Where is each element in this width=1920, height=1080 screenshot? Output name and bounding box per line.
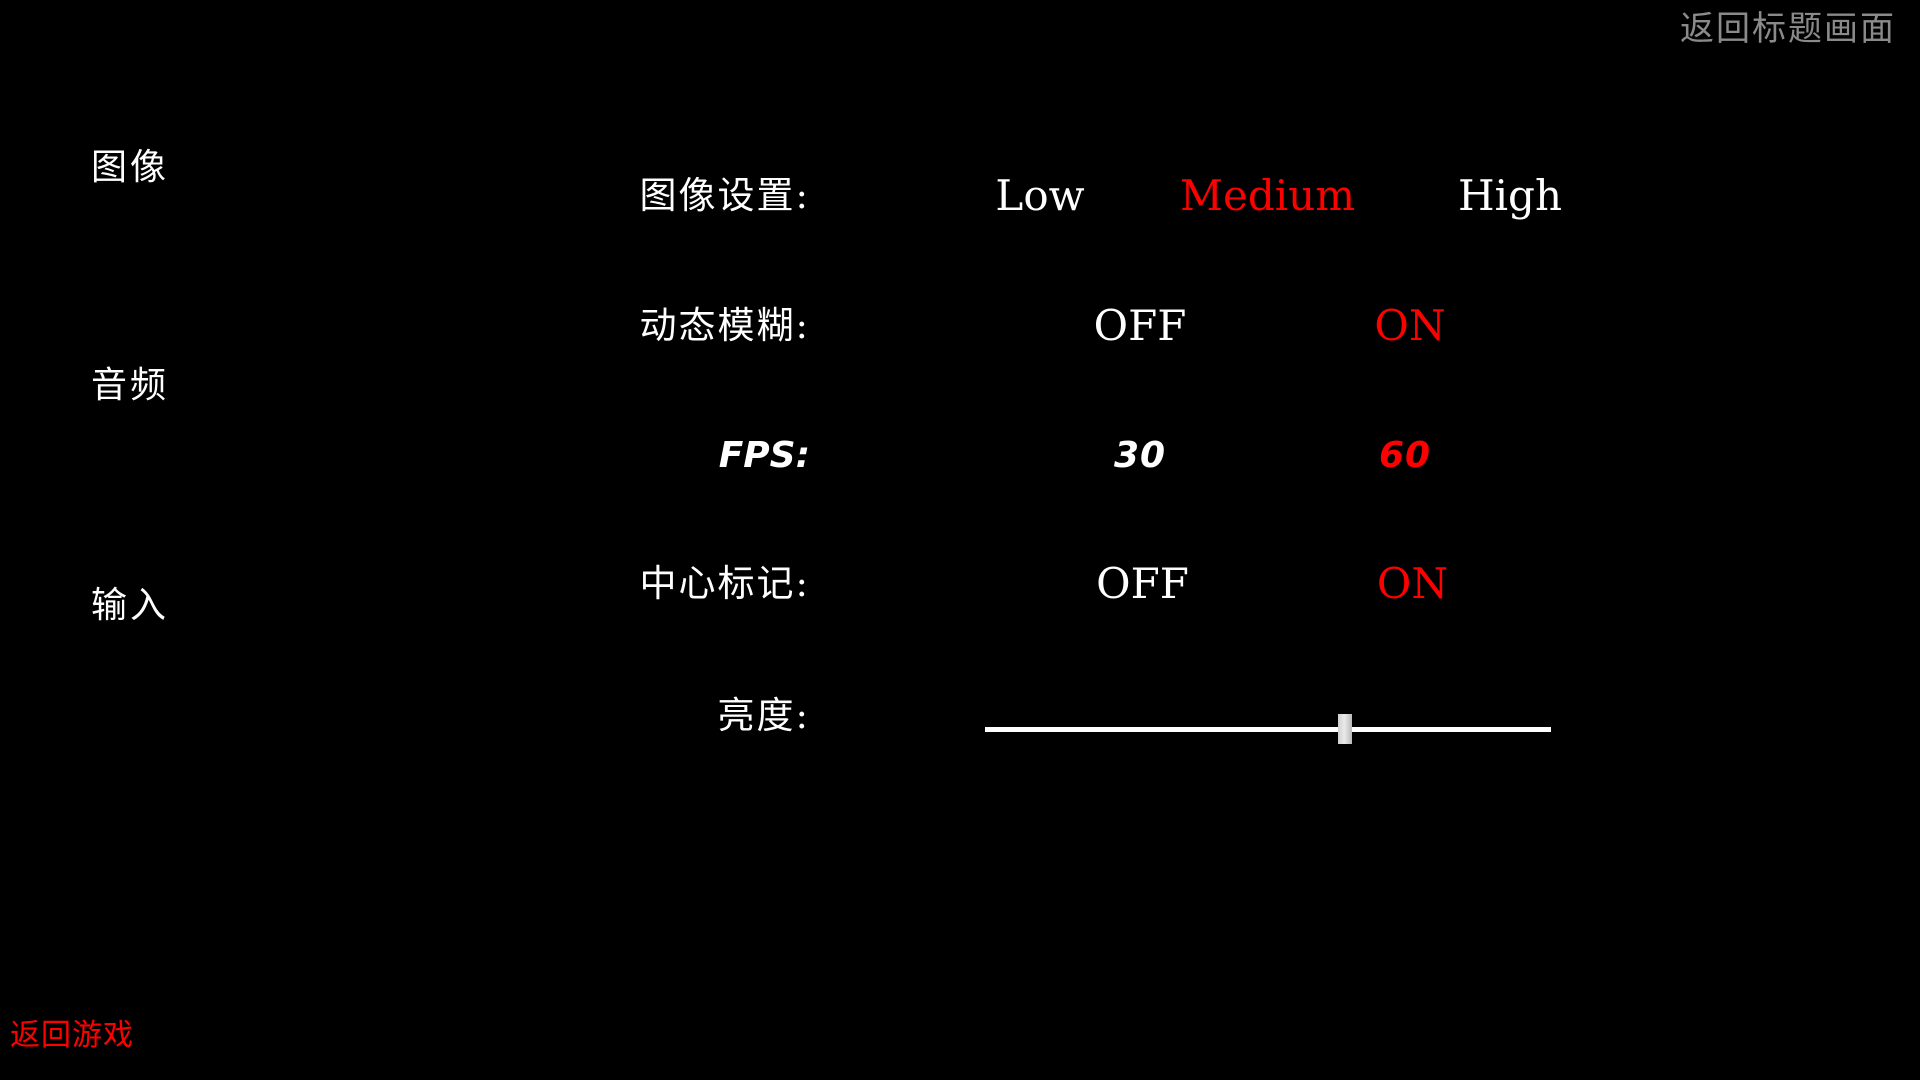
fps-option-60[interactable]: 60	[1378, 435, 1432, 476]
motion-blur-option-off[interactable]: OFF	[1093, 301, 1187, 350]
return-to-game-button[interactable]: 返回游戏	[10, 1018, 134, 1053]
setting-label-brightness: 亮度:	[717, 694, 810, 737]
sidebar-item-graphics[interactable]: 图像	[90, 147, 169, 188]
setting-label-motion-blur: 动态模糊:	[639, 304, 810, 347]
fps-option-30[interactable]: 30	[1113, 435, 1167, 476]
brightness-slider-track[interactable]	[985, 727, 1551, 732]
return-to-title-button[interactable]: 返回标题画面	[1680, 9, 1896, 49]
sidebar-item-audio[interactable]: 音频	[90, 365, 169, 406]
setting-label-center-marker: 中心标记:	[639, 562, 810, 605]
setting-row-motion-blur: 动态模糊: OFF ON	[0, 298, 1920, 358]
brightness-slider[interactable]	[985, 714, 1551, 744]
graphics-preset-option-low[interactable]: Low	[995, 171, 1085, 220]
center-marker-option-on[interactable]: ON	[1376, 559, 1449, 608]
setting-label-graphics-preset: 图像设置:	[639, 174, 810, 217]
center-marker-option-off[interactable]: OFF	[1096, 559, 1189, 608]
setting-row-brightness: 亮度:	[0, 688, 1920, 748]
setting-row-center-marker: 中心标记: OFF ON	[0, 556, 1920, 616]
sidebar-item-input[interactable]: 输入	[90, 585, 169, 626]
motion-blur-option-on[interactable]: ON	[1374, 301, 1446, 350]
setting-row-fps: FPS: 30 60	[0, 428, 1920, 488]
setting-label-fps: FPS:	[718, 435, 810, 476]
setting-row-graphics-preset: 图像设置: Low Medium High	[0, 168, 1920, 228]
graphics-preset-option-medium[interactable]: Medium	[1179, 171, 1356, 220]
graphics-preset-option-high[interactable]: High	[1458, 171, 1562, 220]
brightness-slider-thumb[interactable]	[1338, 714, 1352, 744]
sidebar: 图像 音频 输入	[0, 0, 340, 1080]
